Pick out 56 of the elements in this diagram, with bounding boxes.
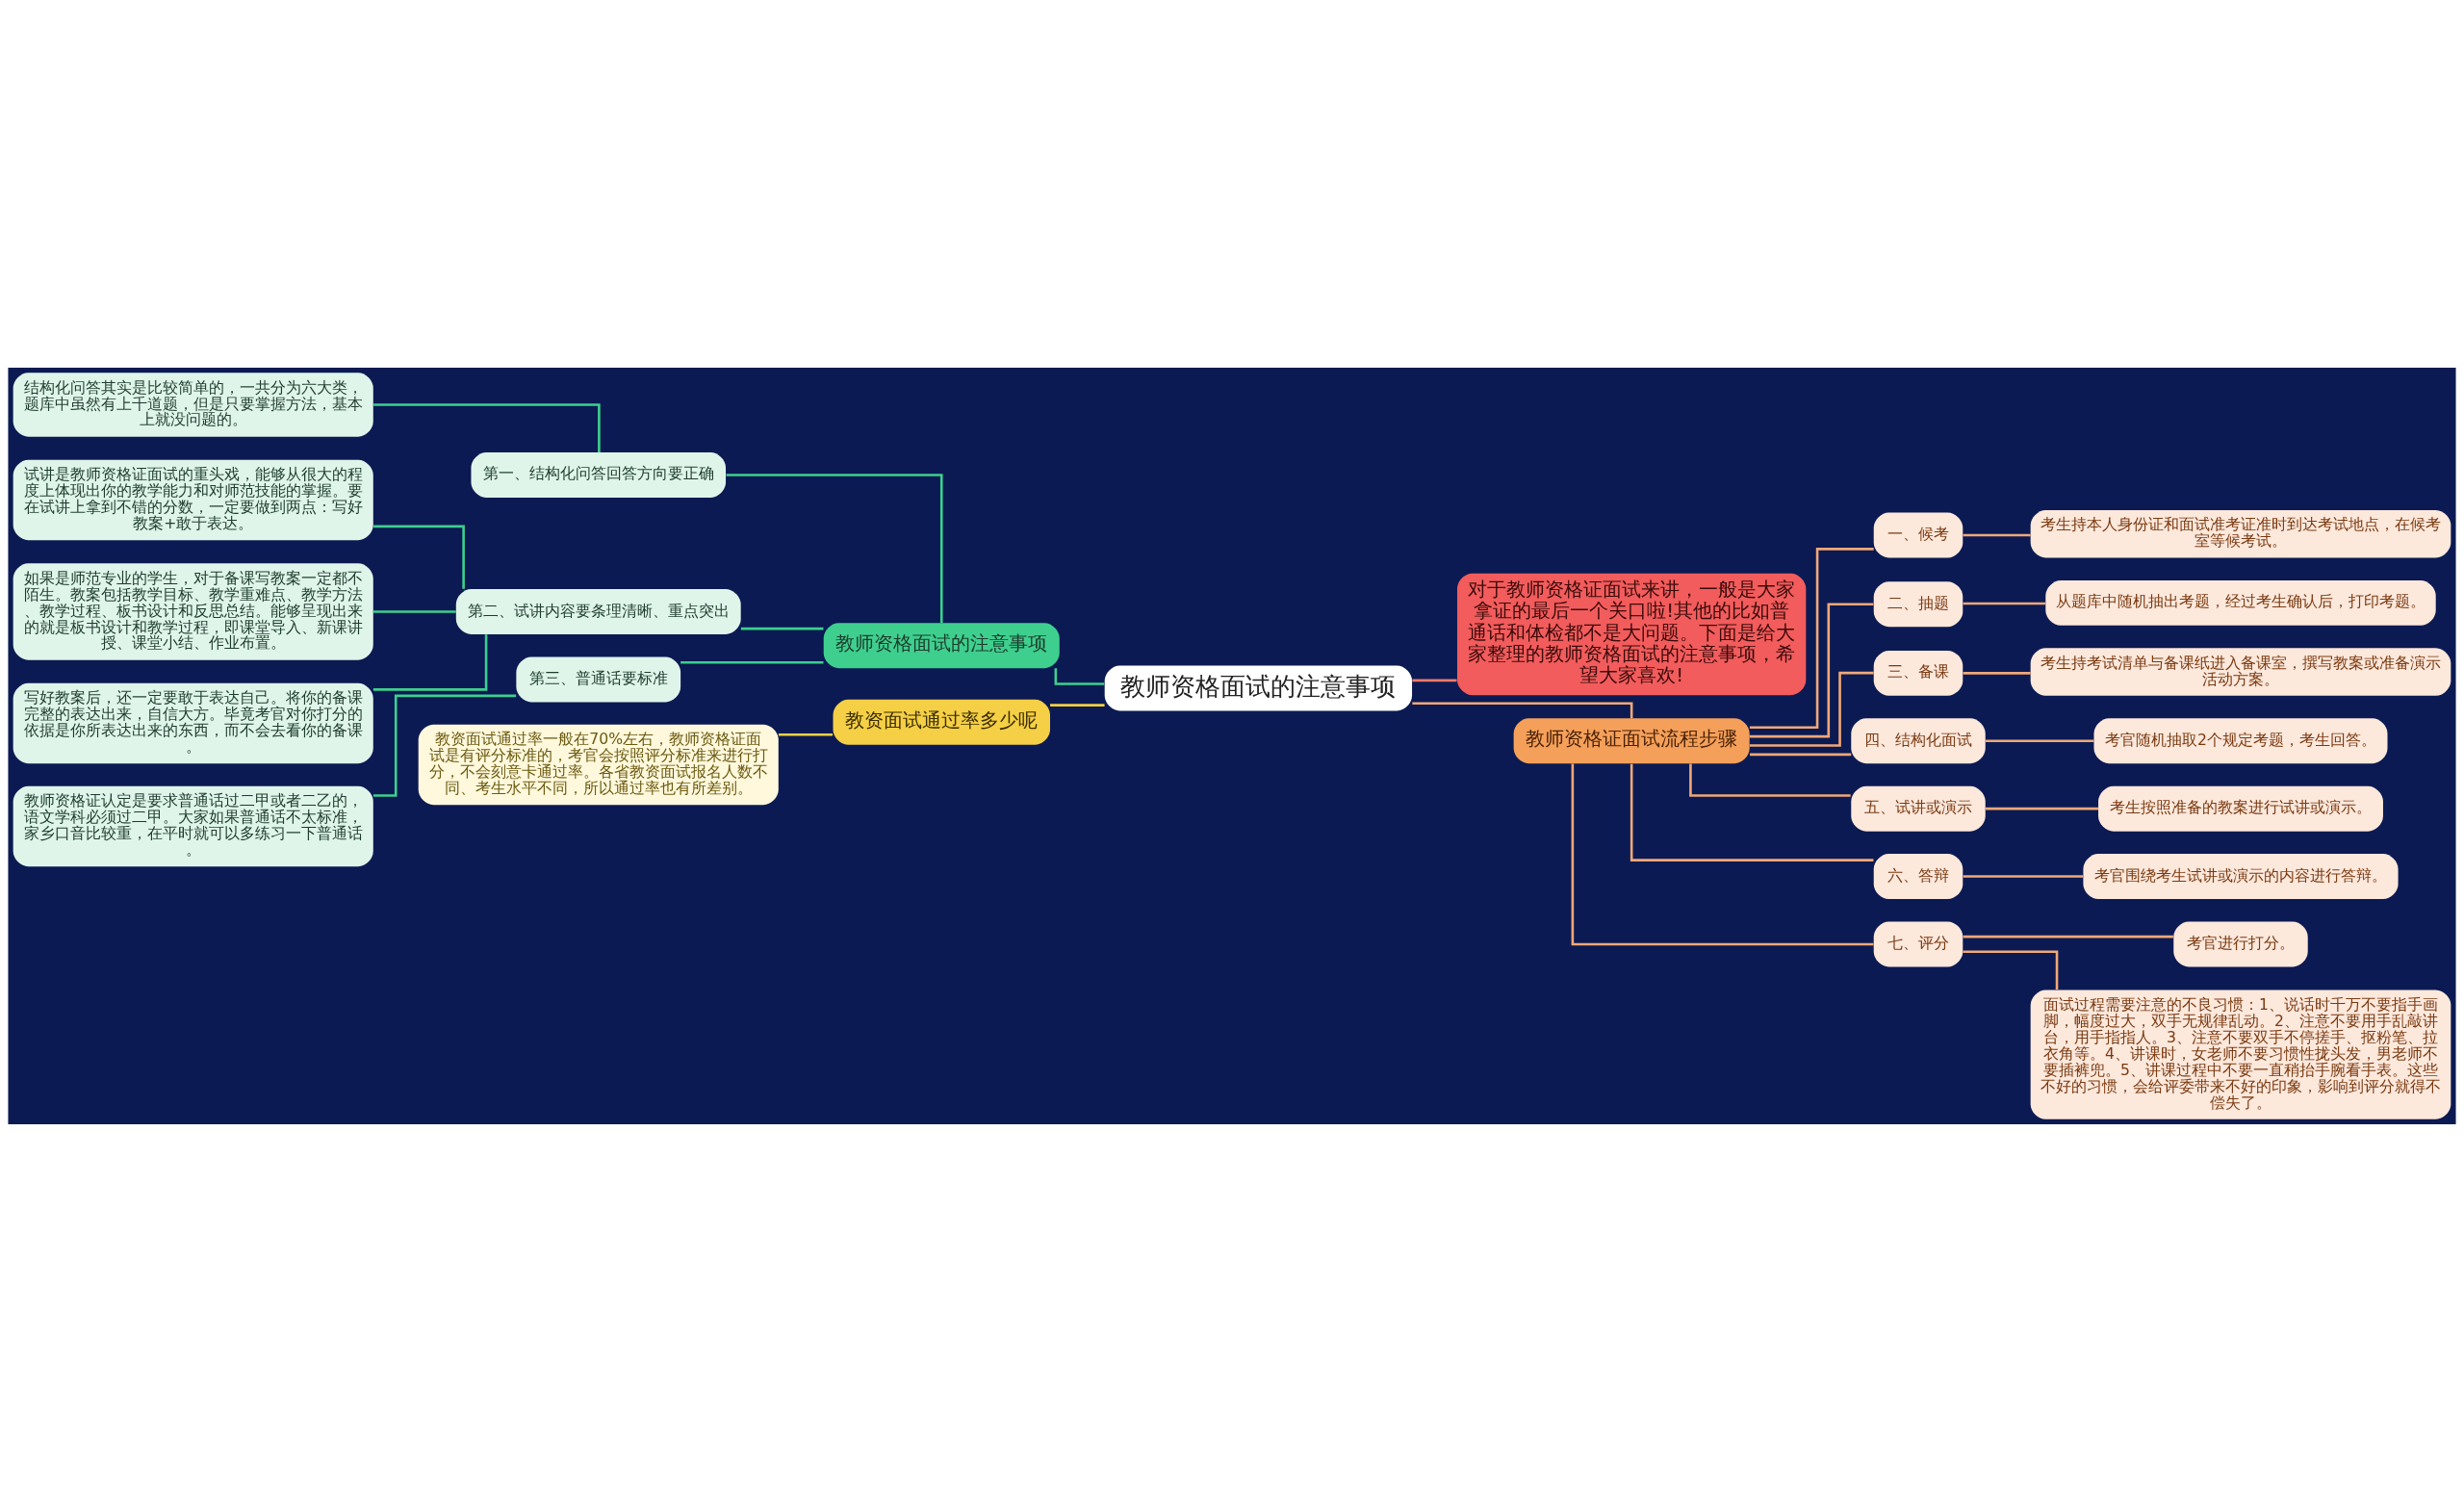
node-box: 考官围绕考生试讲或演示的内容进行答辩。	[2083, 853, 2399, 899]
node-box: 写好教案后，还一定要敢于表达自己。将你的备课完整的表达出来，自信大方。毕竟考官对你打分的依据是你所表达出来的东西，而不会去看你的备课。	[13, 682, 373, 763]
connector	[1050, 703, 1105, 707]
connector	[1985, 807, 2098, 810]
node-box: 试讲是教师资格证面试的重头戏，能够从很大的程度上体现出你的教学能力和对师范技能的掌握。要在试讲上拿到不错的分数，一定要做到两点：写好教案+敢于表达。	[13, 459, 373, 540]
connector	[1963, 602, 2045, 604]
node-box: 教资面试通过率一般在70%左右，教师资格证面试是有评分标准的，考官会按照评分标准来进行打分，不会刻意卡通过率。各省教资面试报名人数不同、考生水平不同，所以通过率也有所差别。	[418, 724, 779, 805]
connector	[372, 609, 456, 613]
connector	[373, 402, 601, 452]
connector	[372, 633, 488, 691]
connector	[1963, 533, 2031, 536]
connector	[1630, 763, 1874, 861]
node-box: 考生持考试清单与备课纸进入备课室，撰写教案或准备演示活动方案。	[2030, 647, 2451, 696]
node-box: 第三、普通话要标准	[516, 656, 681, 702]
connector	[1412, 701, 1633, 718]
connector	[726, 473, 943, 623]
node-box: 考官进行打分。	[2173, 921, 2308, 966]
node-box: 结构化问答其实是比较简单的，一共分为六大类，题库中虽然有上千道题，但是只要掌握方法，基本上就没问题的。	[13, 372, 373, 437]
node-box: 教资面试通过率多少呢	[833, 699, 1050, 745]
connector	[680, 660, 824, 664]
node-box: 教师资格证认定是要求普通话过二甲或者二乙的，语文学科必须过二甲。大家如果普通话不太标准，家乡口音比较重，在平时就可以多练习一下普通话。	[13, 785, 373, 866]
node-box: 第二、试讲内容要条理清晰、重点突出	[455, 588, 741, 634]
node-box: 教师资格面试的注意事项	[823, 622, 1060, 668]
node-box: 教师资格证面试流程步骤	[1513, 717, 1750, 763]
node-box: 如果是师范专业的学生，对于备课写教案一定都不陌生。教案包括教学目标、教学重难点、教学方法、教学过程、板书设计和反思总结。能够呈现出来的就是板书设计和教学过程，即课堂导入、新课讲授、课堂小结、作业布置。	[13, 562, 373, 660]
connector	[1963, 671, 2031, 675]
node-box: 三、备课	[1873, 650, 1964, 696]
connector	[1750, 753, 1852, 756]
node-box: 二、抽题	[1873, 580, 1964, 627]
node-box: 面试过程需要注意的不良习惯：1、说话时千万不要指手画脚，幅度过大，双手无规律乱动。2、注意不要用手乱敲讲台，用手指指人。3、注意不要双手不停搓手、抠粉笔、拉衣角等。4、讲课时，女老师不要习惯性拢头发，男老师不要插裤兜。5、讲课过程中不要一直稍抬手腕看手表。这些不好的习惯，会给评委带来不好的印象，影响到评分就得不偿失了。	[2030, 990, 2451, 1119]
connector	[1963, 949, 2059, 990]
node-box: 考生持本人身份证和面试准考证准时到达考试地点，在候考室等候考试。	[2030, 509, 2451, 557]
node-box: 第一、结构化问答回答方向要正确	[471, 451, 727, 498]
connector	[1963, 935, 2173, 938]
node-box: 六、答辩	[1873, 853, 1964, 899]
node-box: 一、候考	[1873, 512, 1964, 557]
connector	[1749, 671, 1874, 747]
connector	[1749, 547, 1874, 729]
connector	[740, 627, 824, 630]
connector	[1985, 739, 2094, 742]
node-box: 对于教师资格证面试来讲，一般是大家拿证的最后一个关口啦!其他的比如普通话和体检都不是大问题。下面是给大家整理的教师资格面试的注意事项，希望大家喜欢!	[1457, 573, 1807, 695]
connector	[778, 733, 834, 736]
connector	[1749, 602, 1874, 737]
node-box: 从题库中随机抽出考题，经过考生确认后，打印考题。	[2045, 579, 2436, 626]
node-box: 考官随机抽取2个规定考题，考生回答。	[2093, 717, 2388, 763]
node-box: 考生按照准备的教案进行试讲或演示。	[2098, 785, 2383, 832]
connector	[1054, 667, 1105, 685]
connector	[1571, 763, 1874, 945]
node-box: 教师资格面试的注意事项	[1104, 665, 1413, 710]
node-box: 五、试讲或演示	[1851, 785, 1986, 832]
connector	[1412, 679, 1457, 681]
node-box: 七、评分	[1873, 921, 1964, 966]
connector	[373, 525, 465, 589]
node-box: 四、结构化面试	[1851, 717, 1986, 763]
connector	[372, 694, 517, 797]
connector	[1963, 874, 2084, 878]
